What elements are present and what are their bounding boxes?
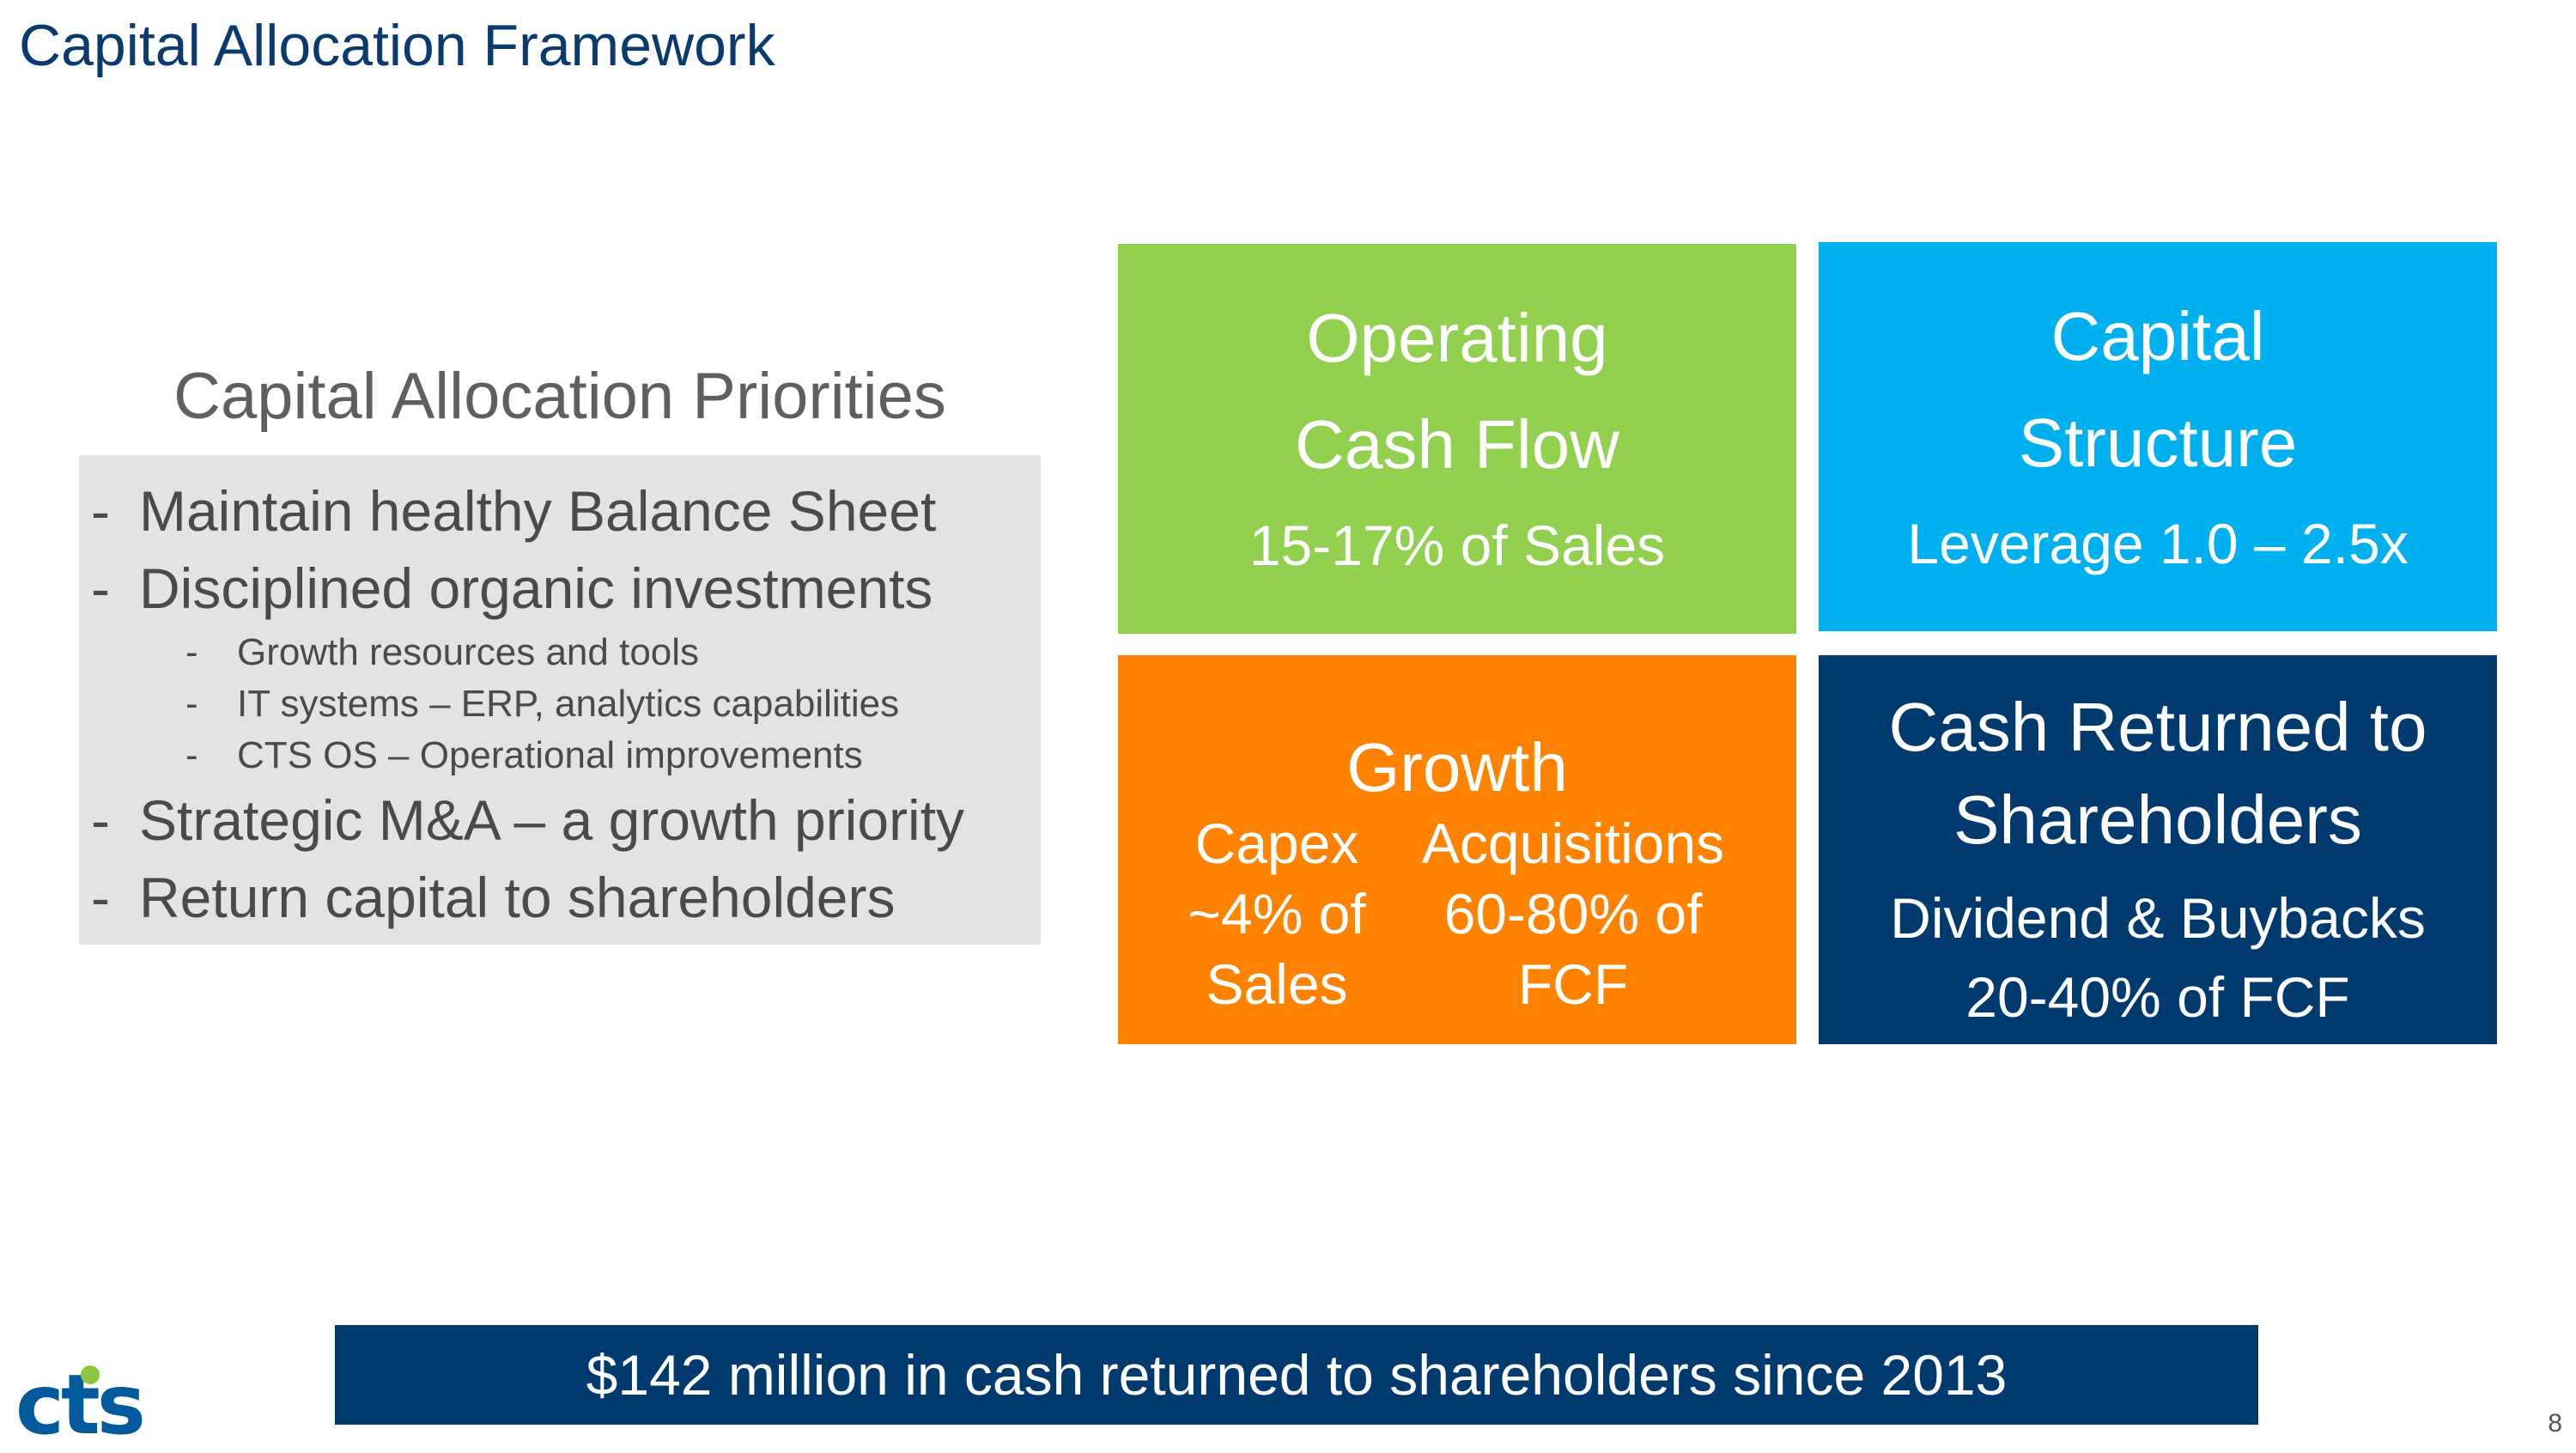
tile-title: Cash Returned to: [1888, 689, 2427, 765]
tile-title: Growth: [1346, 729, 1568, 806]
bullet-dash: -: [91, 556, 110, 620]
subitem-text: Growth resources and tools: [237, 631, 700, 673]
tile-title: Structure: [2018, 404, 2298, 481]
cash-returned-tile: Cash Returned to Shareholders Dividend &…: [1819, 655, 2497, 1044]
priority-subitem: - Growth resources and tools: [79, 627, 1041, 678]
tile-title: Cash Flow: [1295, 406, 1619, 483]
bullet-dash: -: [185, 631, 198, 673]
priority-text: Maintain healthy Balance Sheet: [139, 479, 937, 543]
subitem-text: CTS OS – Operational improvements: [237, 734, 863, 776]
tile-title: Shareholders: [1953, 781, 2362, 858]
cash-returned-banner: $142 million in cash returned to shareho…: [335, 1325, 2258, 1425]
tile-detail: Dividend & Buybacks: [1890, 886, 2426, 950]
tile-title: Operating: [1306, 300, 1608, 376]
priority-text: Strategic M&A – a growth priority: [139, 788, 965, 852]
cts-logo-icon: cts: [15, 1364, 146, 1446]
priority-text: Return capital to shareholders: [139, 866, 896, 929]
growth-columns: Capex ~4% of Sales Acquisitions 60-80% o…: [1118, 808, 1796, 1019]
bullet-dash: -: [91, 788, 110, 852]
bullet-dash: -: [185, 734, 198, 776]
priority-item: - Disciplined organic investments: [79, 550, 1041, 627]
slide-title: Capital Allocation Framework: [19, 13, 775, 78]
capex-column: Capex ~4% of Sales: [1170, 808, 1384, 1019]
logo-dot: [81, 1365, 100, 1384]
operating-cash-flow-tile: Operating Cash Flow 15-17% of Sales: [1118, 244, 1796, 634]
priorities-heading: Capital Allocation Priorities: [173, 360, 946, 433]
page-number: 8: [2548, 1409, 2562, 1438]
tile-detail: 20-40% of FCF: [1965, 965, 2350, 1029]
acquisitions-unit: FCF: [1517, 952, 1629, 1016]
acquisitions-value: 60-80% of: [1443, 882, 1703, 945]
tile-detail: Leverage 1.0 – 2.5x: [1907, 512, 2409, 575]
capex-unit: Sales: [1206, 952, 1348, 1016]
acquisitions-label: Acquisitions: [1421, 812, 1725, 875]
capital-structure-tile: Capital Structure Leverage 1.0 – 2.5x: [1819, 242, 2497, 631]
capex-label: Capex: [1194, 812, 1359, 875]
logo-text: cts: [15, 1357, 146, 1453]
priority-text: Disciplined organic investments: [139, 556, 933, 620]
priorities-list: - Maintain healthy Balance Sheet - Disci…: [79, 455, 1041, 945]
priority-item: - Return capital to shareholders: [79, 859, 1041, 936]
bullet-dash: -: [91, 479, 110, 543]
acquisitions-column: Acquisitions 60-80% of FCF: [1401, 808, 1745, 1019]
priority-item: - Maintain healthy Balance Sheet: [79, 472, 1041, 550]
capex-value: ~4% of: [1188, 882, 1366, 945]
tile-detail: 15-17% of Sales: [1249, 514, 1666, 577]
priority-item: - Strategic M&A – a growth priority: [79, 781, 1041, 859]
bullet-dash: -: [91, 866, 110, 929]
priority-subitem: - CTS OS – Operational improvements: [79, 730, 1041, 781]
growth-tile: Growth Capex ~4% of Sales Acquisitions 6…: [1118, 655, 1796, 1044]
priority-subitem: - IT systems – ERP, analytics capabiliti…: [79, 678, 1041, 730]
subitem-text: IT systems – ERP, analytics capabilities: [237, 683, 900, 725]
tile-title: Capital: [2050, 298, 2265, 374]
bullet-dash: -: [185, 683, 198, 725]
